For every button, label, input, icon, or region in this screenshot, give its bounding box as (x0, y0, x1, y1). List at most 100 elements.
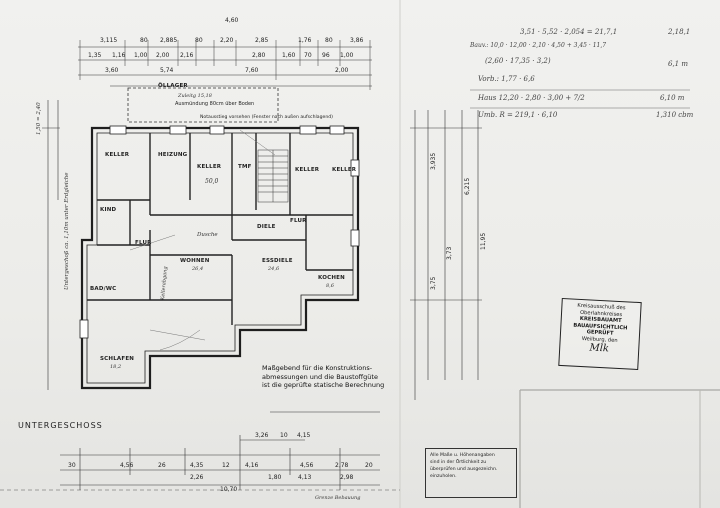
room-tmf: TMF (238, 164, 252, 170)
label-zuleitung: Zuleitg 15,18 (178, 93, 212, 99)
dim-right-5: 11,95 (480, 232, 487, 250)
calc-result-1: 2,18,1 (668, 28, 691, 36)
dim-top-9: 3,86 (350, 37, 364, 44)
bottom-dimension-lines (60, 435, 380, 490)
room-heizung: HEIZUNG (158, 152, 188, 158)
dim-top-7: 1,76 (298, 37, 312, 44)
note-line-4: einzuholen. (430, 474, 457, 479)
note-line-2: sind in der Örtlichkeit zu (430, 460, 487, 465)
staircase (257, 149, 289, 203)
room-essdiele: ESSDIELE (262, 258, 293, 264)
room-bad-wc: BAD/WC (90, 286, 117, 292)
dim-right-3: 3,935 (430, 152, 437, 170)
dim-top-total: 4,60 (225, 17, 239, 24)
calc-result-4: 1,310 cbm (656, 111, 694, 119)
dim-row2-1: 1,35 (88, 52, 102, 59)
left-dimension-lines (42, 100, 60, 390)
stamp-signature: Mlk (589, 342, 610, 355)
dim-bottom-b5: 12 (222, 462, 230, 469)
dim-top-2: 80 (140, 37, 148, 44)
statics-line-2: abmessungen und die Baustoffgüte (262, 372, 378, 381)
calc-line-4: Vorb.: 1,77 · 6,6 (478, 75, 535, 83)
calc-line-1: 3,51 · 5,52 · 2,054 = 21,7,1 (520, 28, 618, 36)
room-keller-4: KELLER (332, 167, 357, 173)
dim-row3-2: 5,74 (160, 67, 174, 74)
dim-bottom-b9: 20 (365, 462, 373, 469)
label-untergeschoss-height: Untergeschoß ca. 1,10m unter Erdgleiche (64, 172, 70, 290)
floor-title: UNTERGESCHOSS (18, 421, 103, 430)
statics-line-3: ist die geprüfte statische Berechnung (262, 381, 385, 389)
dim-row2-5: 2,16 (180, 52, 194, 59)
calc-result-3: 6,10 m (660, 94, 685, 102)
dim-bottom-a2: 10 (280, 432, 288, 439)
right-dimension-lines (410, 110, 482, 400)
area-kochen: 8,6 (326, 283, 334, 289)
room-flur-1: FLUR (135, 240, 152, 246)
top-dimension-lines (78, 40, 372, 90)
dim-row2-3: 1,00 (134, 52, 148, 59)
area-keller-2: 50,0 (205, 178, 219, 185)
window-marks (79, 125, 360, 339)
dim-right-4: 6,215 (464, 177, 471, 195)
dim-row3-4: 2,00 (335, 67, 349, 74)
dim-bottom-b8: 2,78 (335, 462, 349, 469)
dim-row3-3: 7,60 (245, 67, 259, 74)
label-ausmuendung: Ausmündung 80cm über Boden (175, 101, 255, 107)
calc-rules (470, 89, 690, 109)
room-keller-3: KELLER (295, 167, 320, 173)
measurement-note-box: Alle Maße u. Höhenangaben sind in der Ör… (425, 448, 517, 498)
room-wohnen: WOHNEN (180, 258, 210, 264)
calc-line-5: Haus 12,20 · 2,80 · 3,00 + 7/2 (478, 94, 585, 102)
oil-storage-outline (127, 87, 279, 123)
dim-top-3: 2,885 (160, 37, 178, 44)
dim-bottom-c2: 1,80 (268, 474, 282, 481)
dim-bottom-c3: 4,13 (298, 474, 312, 481)
dim-left-vertical: 1,50 = 2,40 (36, 102, 42, 135)
calc-line-6: Umb. R = 219,1 · 6,10 (478, 111, 558, 119)
dim-row2-9: 96 (322, 52, 330, 59)
area-schlafen: 18,2 (110, 364, 122, 370)
dim-row2-2: 1,16 (112, 52, 126, 59)
dim-bottom-a3: 4,15 (297, 432, 311, 439)
room-kochen: KOCHEN (318, 275, 345, 281)
note-line-3: überprüfen und ausgezeichn. (430, 467, 498, 472)
dim-bottom-b1: 30 (68, 462, 76, 469)
label-oellager: ÖLLAGER (158, 83, 188, 89)
calc-line-3: (2,60 · 17,35 · 3,2) (485, 57, 551, 65)
room-kind: KIND (100, 207, 117, 213)
dim-row2-4: 2,00 (156, 52, 170, 59)
dim-bottom-a1: 3,26 (255, 432, 269, 439)
dim-bottom-b6: 4,16 (245, 462, 259, 469)
room-keller-2: KELLER (197, 164, 222, 170)
outer-walls (80, 126, 360, 390)
dim-right-2: 3,73 (446, 246, 453, 260)
dim-bottom-total: 10,70 (220, 486, 238, 493)
statics-line-1: Maßgebend für die Konstruktions- (262, 364, 373, 372)
label-notausstieg: Notausstieg vorsehen (Fenster nach außen… (200, 115, 333, 120)
dim-top-5: 2,20 (220, 37, 234, 44)
room-keller-1: KELLER (105, 152, 130, 158)
dim-bottom-b2: 4,56 (120, 462, 134, 469)
calc-result-2: 6,1 m (668, 60, 688, 68)
dim-row2-8: 70 (304, 52, 312, 59)
dim-top-4: 80 (195, 37, 203, 44)
area-essdiele: 24,6 (268, 266, 280, 272)
area-wohnen: 26,4 (192, 266, 204, 272)
room-schlafen: SCHLAFEN (100, 356, 135, 362)
dim-row2-7: 1,60 (282, 52, 296, 59)
dim-row2-6: 2,80 (252, 52, 266, 59)
note-line-1: Alle Maße u. Höhenangaben (430, 453, 495, 458)
dim-right-1: 3,75 (430, 276, 437, 290)
interior-walls (87, 133, 353, 325)
pencil-annotations (129, 129, 276, 351)
approval-stamp: Kreisausschuß des Oberlahnkreises KREISB… (558, 297, 642, 371)
statics-note: Maßgebend für die Konstruktions- abmessu… (262, 364, 384, 390)
dim-bottom-b3: 26 (158, 462, 166, 469)
room-flur-2: FLUR (290, 218, 307, 224)
dim-top-1: 3,115 (100, 37, 118, 44)
dim-top-6: 2,85 (255, 37, 269, 44)
dim-bottom-c4: 2,98 (340, 474, 354, 481)
dim-bottom-b7: 4,56 (300, 462, 314, 469)
